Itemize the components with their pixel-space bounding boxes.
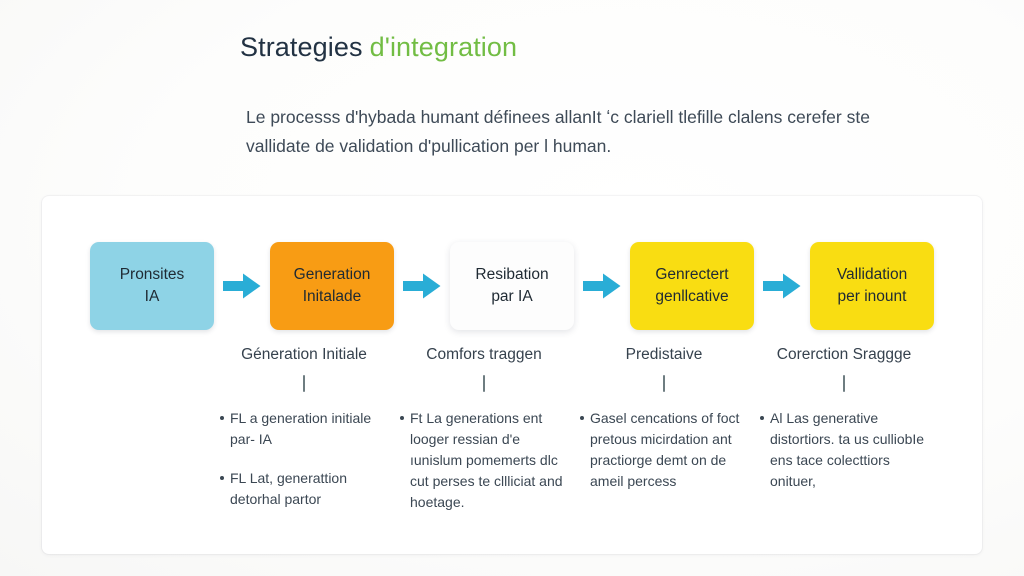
- flow-node-2[interactable]: Generation Initalade: [270, 242, 394, 330]
- flow-node-4[interactable]: Genrectert genllcative: [630, 242, 754, 330]
- caption-label-2: Comfors traggen: [426, 346, 542, 363]
- bullet-column-3: Gasel cencations of foct pretous micirda…: [574, 408, 754, 513]
- bullet-dot-icon: [580, 416, 584, 420]
- caption-cell-1: Géneration Initiale: [214, 344, 394, 392]
- flow-node-5[interactable]: Vallidation per inount: [810, 242, 934, 330]
- caption-cell-2: Comfors traggen: [394, 344, 574, 392]
- arrow-right-icon-4: [754, 242, 810, 330]
- flow-node-3-label: Resibation par IA: [475, 266, 549, 305]
- list-item: FL a generation initiale par- IA: [218, 408, 390, 450]
- list-item: FL Lat, generattion detorhal partor: [218, 468, 390, 510]
- list-item: Ft La generations ent looger ressian d'e…: [398, 408, 570, 513]
- list-item-text: Ft La generations ent looger ressian d'e…: [410, 410, 563, 510]
- caption-cell-4: Corerction Sraggge: [754, 344, 934, 392]
- caption-cell-3: Predistaive: [574, 344, 754, 392]
- list-item: Gasel cencations of foct pretous micirda…: [578, 408, 750, 492]
- list-item-text: Al Las generative distortiors. ta us cul…: [770, 410, 925, 489]
- connector-line-4: [843, 375, 845, 392]
- diagram-card: Pronsites IA Generation Initalade Resiba…: [42, 196, 982, 554]
- caption-row: Géneration Initiale Comfors traggen Pred…: [42, 344, 982, 392]
- flow-row: Pronsites IA Generation Initalade Resiba…: [42, 240, 982, 332]
- flow-node-5-label: Vallidation per inount: [836, 266, 908, 305]
- caption-label-1: Géneration Initiale: [241, 346, 367, 363]
- list-item: Al Las generative distortiors. ta us cul…: [758, 408, 930, 492]
- list-item-text: FL a generation initiale par- IA: [230, 410, 372, 447]
- arrow-right-icon-1: [214, 242, 270, 330]
- title-primary: Strategies: [240, 32, 363, 62]
- connector-line-1: [303, 375, 305, 392]
- bullet-column-1: FL a generation initiale par- IA FL Lat,…: [214, 408, 394, 513]
- bullet-dot-icon: [220, 416, 224, 420]
- list-item-text: Gasel cencations of foct pretous micirda…: [590, 410, 740, 489]
- caption-label-4: Corerction Sraggge: [776, 346, 912, 363]
- title-accent: d'integration: [369, 32, 518, 62]
- flow-node-1[interactable]: Pronsites IA: [90, 242, 214, 330]
- flow-node-3[interactable]: Resibation par IA: [450, 242, 574, 330]
- bullet-column-4: Al Las generative distortiors. ta us cul…: [754, 408, 934, 513]
- page-subtitle: Le processs d'hybada humant définees all…: [246, 107, 870, 156]
- arrow-right-icon-2: [394, 242, 450, 330]
- bullet-dot-icon: [760, 416, 764, 420]
- bullet-dot-icon: [400, 416, 404, 420]
- connector-line-2: [483, 375, 485, 392]
- bullet-column-spacer: [90, 408, 214, 513]
- flow-node-4-label: Genrectert genllcative: [655, 266, 729, 305]
- bullet-dot-icon: [220, 476, 224, 480]
- bullet-columns: FL a generation initiale par- IA FL Lat,…: [42, 408, 982, 513]
- connector-line-3: [663, 375, 665, 392]
- caption-spacer: [90, 344, 214, 392]
- arrow-right-icon-3: [574, 242, 630, 330]
- bullet-column-2: Ft La generations ent looger ressian d'e…: [394, 408, 574, 513]
- caption-label-3: Predistaive: [625, 346, 703, 363]
- flow-node-2-label: Generation Initalade: [293, 266, 371, 305]
- list-item-text: FL Lat, generattion detorhal partor: [230, 470, 348, 507]
- flow-node-1-label: Pronsites IA: [119, 266, 185, 305]
